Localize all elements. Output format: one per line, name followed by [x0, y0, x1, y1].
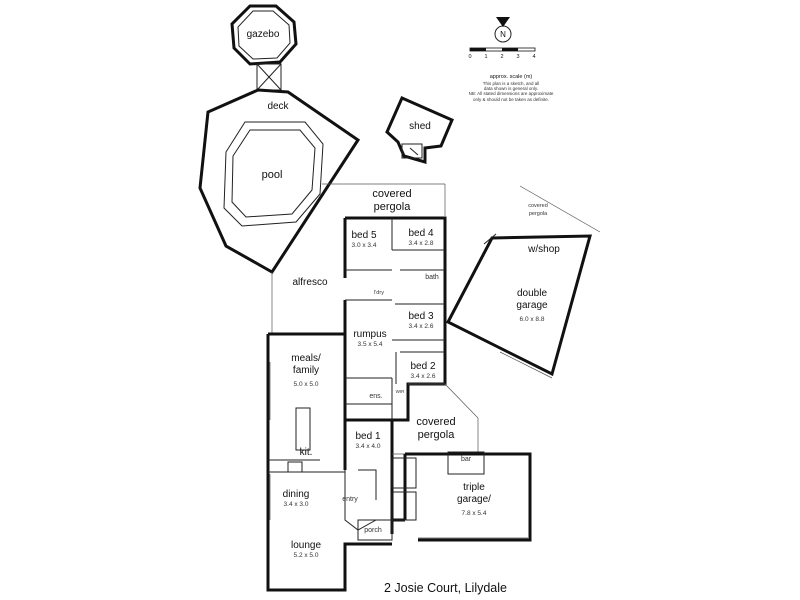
dining-name: dining [282, 489, 310, 500]
triple-garage-dim: 7.8 x 5.4 [461, 510, 487, 517]
bed1-name: bed 1 [355, 431, 381, 442]
meals-family-label: meals/ family 5.0 x 5.0 [291, 353, 320, 391]
bed4-label: bed 4 3.4 x 2.8 [408, 229, 433, 248]
bed5-label: bed 5 3.0 x 3.4 [351, 231, 376, 250]
gazebo-structure [230, 4, 298, 91]
scale-bar [469, 47, 536, 52]
covered-pergola-right-line1: covered [528, 203, 548, 209]
bed2-dim: 3.4 x 2.6 [410, 373, 436, 380]
workshop-label: w/shop [528, 244, 560, 255]
north-arrow [494, 17, 512, 43]
triple-garage-line1: triple [463, 482, 485, 493]
triple-garage-line2: garage/ [457, 494, 491, 505]
triple-garage-walls [391, 451, 532, 542]
meals-family-line1: meals/ [291, 353, 321, 364]
meals-family-dim: 5.0 x 5.0 [293, 381, 319, 388]
bed3-name: bed 3 [408, 311, 434, 322]
rumpus-label: rumpus 3.5 x 5.4 [353, 330, 386, 349]
scale-note-1: This plan is a sketch, and all [482, 81, 540, 86]
kitchen-label: kit. [299, 447, 313, 458]
alfresco-label: alfresco [292, 277, 328, 288]
north-letter: N [500, 30, 506, 39]
pool-outline [223, 121, 324, 227]
scale-note-4: only & should not be taken as definite. [472, 96, 550, 102]
dining-dim: 3.4 x 3.0 [283, 501, 309, 508]
house-walls [266, 216, 447, 592]
wir-label: WIR [395, 389, 405, 394]
covered-pergola-top-line1: covered [372, 188, 412, 200]
scale-notes: This plan is a sketch, and all data show… [466, 81, 556, 102]
rumpus-name: rumpus [353, 329, 387, 340]
scale-number-1: 1 [484, 54, 488, 60]
lounge-dim: 5.2 x 5.0 [293, 552, 319, 559]
bed1-label: bed 1 3.4 x 4.0 [355, 432, 380, 451]
covered-pergola-top-line2: pergola [373, 201, 411, 213]
bed5-name: bed 5 [351, 230, 377, 241]
property-address: 2 Josie Court, Lilydale [384, 581, 507, 595]
meals-family-line2: family [292, 365, 320, 376]
bed4-dim: 3.4 x 2.8 [408, 240, 434, 247]
double-garage-line1: double [516, 288, 548, 299]
scale-number-3: 3 [516, 54, 520, 60]
ensuite-label: ens. [369, 393, 383, 400]
rumpus-dim: 3.5 x 5.4 [357, 341, 383, 348]
scale-caption: approx. scale (m) [489, 74, 533, 80]
dining-label: dining 3.4 x 3.0 [283, 490, 310, 509]
scale-number-2: 2 [500, 54, 504, 60]
covered-pergola-mid-line1: covered [416, 416, 456, 428]
double-garage-walls [445, 185, 601, 379]
bar-label: bar [460, 456, 472, 463]
covered-pergola-mid-label: covered pergola [416, 416, 455, 442]
bed3-label: bed 3 3.4 x 2.6 [408, 312, 433, 331]
scale-note-2: data shown is general only. [483, 86, 539, 92]
double-garage-label: double garage 6.0 x 8.8 [516, 288, 547, 326]
porch-label: porch [364, 527, 382, 534]
scale-number-4: 4 [532, 54, 536, 60]
shed-structure [385, 96, 454, 164]
bed2-label: bed 2 3.4 x 2.6 [410, 362, 435, 381]
bed4-name: bed 4 [408, 228, 434, 239]
bath-label: bath [425, 274, 439, 281]
deck-label: deck [267, 101, 289, 112]
bed2-name: bed 2 [410, 361, 436, 372]
shed-label: shed [409, 121, 431, 132]
covered-pergola-right-label: covered pergola [528, 202, 548, 218]
scale-number-0: 0 [468, 54, 472, 60]
entry-label: entry [342, 496, 358, 503]
lounge-label: lounge 5.2 x 5.0 [291, 541, 321, 560]
laundry-label: l'dry [374, 290, 384, 296]
bed3-dim: 3.4 x 2.6 [408, 323, 434, 330]
covered-pergola-mid-line2: pergola [417, 429, 455, 441]
bed1-dim: 3.4 x 4.0 [355, 443, 381, 450]
deck-outline [198, 88, 361, 274]
gazebo-label: gazebo [246, 29, 280, 40]
double-garage-line2: garage [516, 300, 548, 311]
lounge-name: lounge [290, 540, 322, 551]
pool-label: pool [261, 169, 283, 181]
covered-pergola-top-label: covered pergola [372, 188, 411, 214]
covered-pergola-right-line2: pergola [528, 211, 548, 217]
scale-note-3: NB: All stated dimensions are approximat… [468, 91, 554, 97]
triple-garage-label: triple garage/ 7.8 x 5.4 [457, 482, 491, 520]
bed5-dim: 3.0 x 3.4 [351, 242, 377, 249]
double-garage-dim: 6.0 x 8.8 [519, 316, 545, 323]
